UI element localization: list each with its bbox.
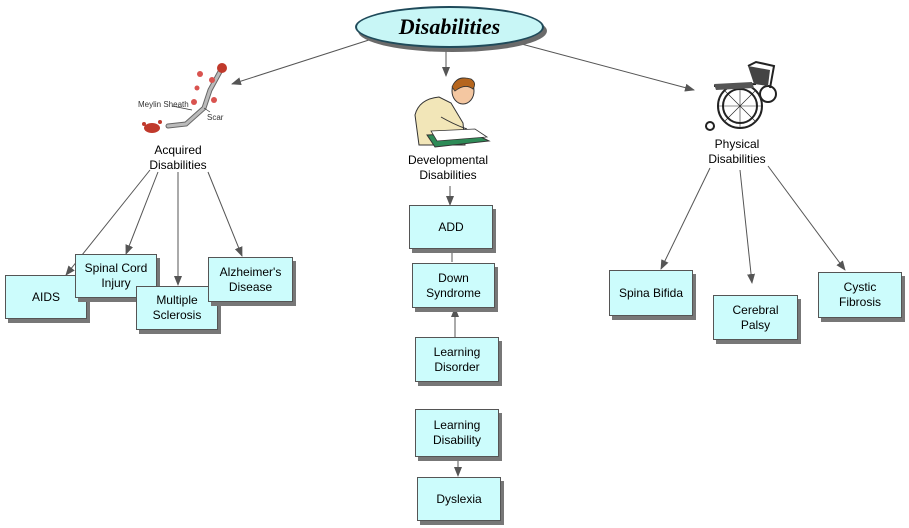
root-node-disabilities: Disabilities bbox=[355, 6, 544, 48]
category-acquired: Acquired Disabilities bbox=[149, 143, 207, 172]
node-learning-disorder: Learning Disorder bbox=[415, 337, 499, 382]
edge-physical-spina bbox=[660, 167, 711, 270]
node-multiple-sclerosis: Multiple Sclerosis bbox=[136, 286, 218, 330]
edge-physical-cp bbox=[739, 169, 756, 284]
myelin-sheath-label: Meylin Sheath bbox=[138, 100, 189, 109]
edge-physical-cf bbox=[767, 165, 846, 271]
node-alzheimers-disease: Alzheimer's Disease bbox=[208, 257, 293, 302]
nerve-cell-icon bbox=[142, 63, 227, 133]
node-down-syndrome: Down Syndrome bbox=[412, 263, 495, 308]
edge-root-acquired bbox=[231, 38, 373, 86]
node-aids: AIDS bbox=[5, 275, 87, 319]
node-cystic-fibrosis: Cystic Fibrosis bbox=[818, 272, 902, 318]
node-cerebral-palsy: Cerebral Palsy bbox=[713, 295, 798, 340]
wheelchair-icon bbox=[705, 60, 777, 131]
root-title: Disabilities bbox=[398, 14, 501, 39]
node-spina-bifida: Spina Bifida bbox=[609, 270, 693, 316]
edge-acquired-alz bbox=[207, 171, 243, 257]
node-dyslexia: Dyslexia bbox=[417, 477, 501, 521]
edge-root-physical bbox=[513, 41, 695, 92]
edge-acquired-spinal bbox=[125, 171, 159, 255]
node-learning-disability: Learning Disability bbox=[415, 409, 499, 457]
node-add: ADD bbox=[409, 205, 493, 249]
category-physical: Physical Disabilities bbox=[708, 137, 766, 166]
scar-label: Scar bbox=[207, 113, 224, 122]
person-reading-icon bbox=[414, 77, 491, 148]
category-developmental: Developmental Disabilities bbox=[407, 153, 489, 182]
